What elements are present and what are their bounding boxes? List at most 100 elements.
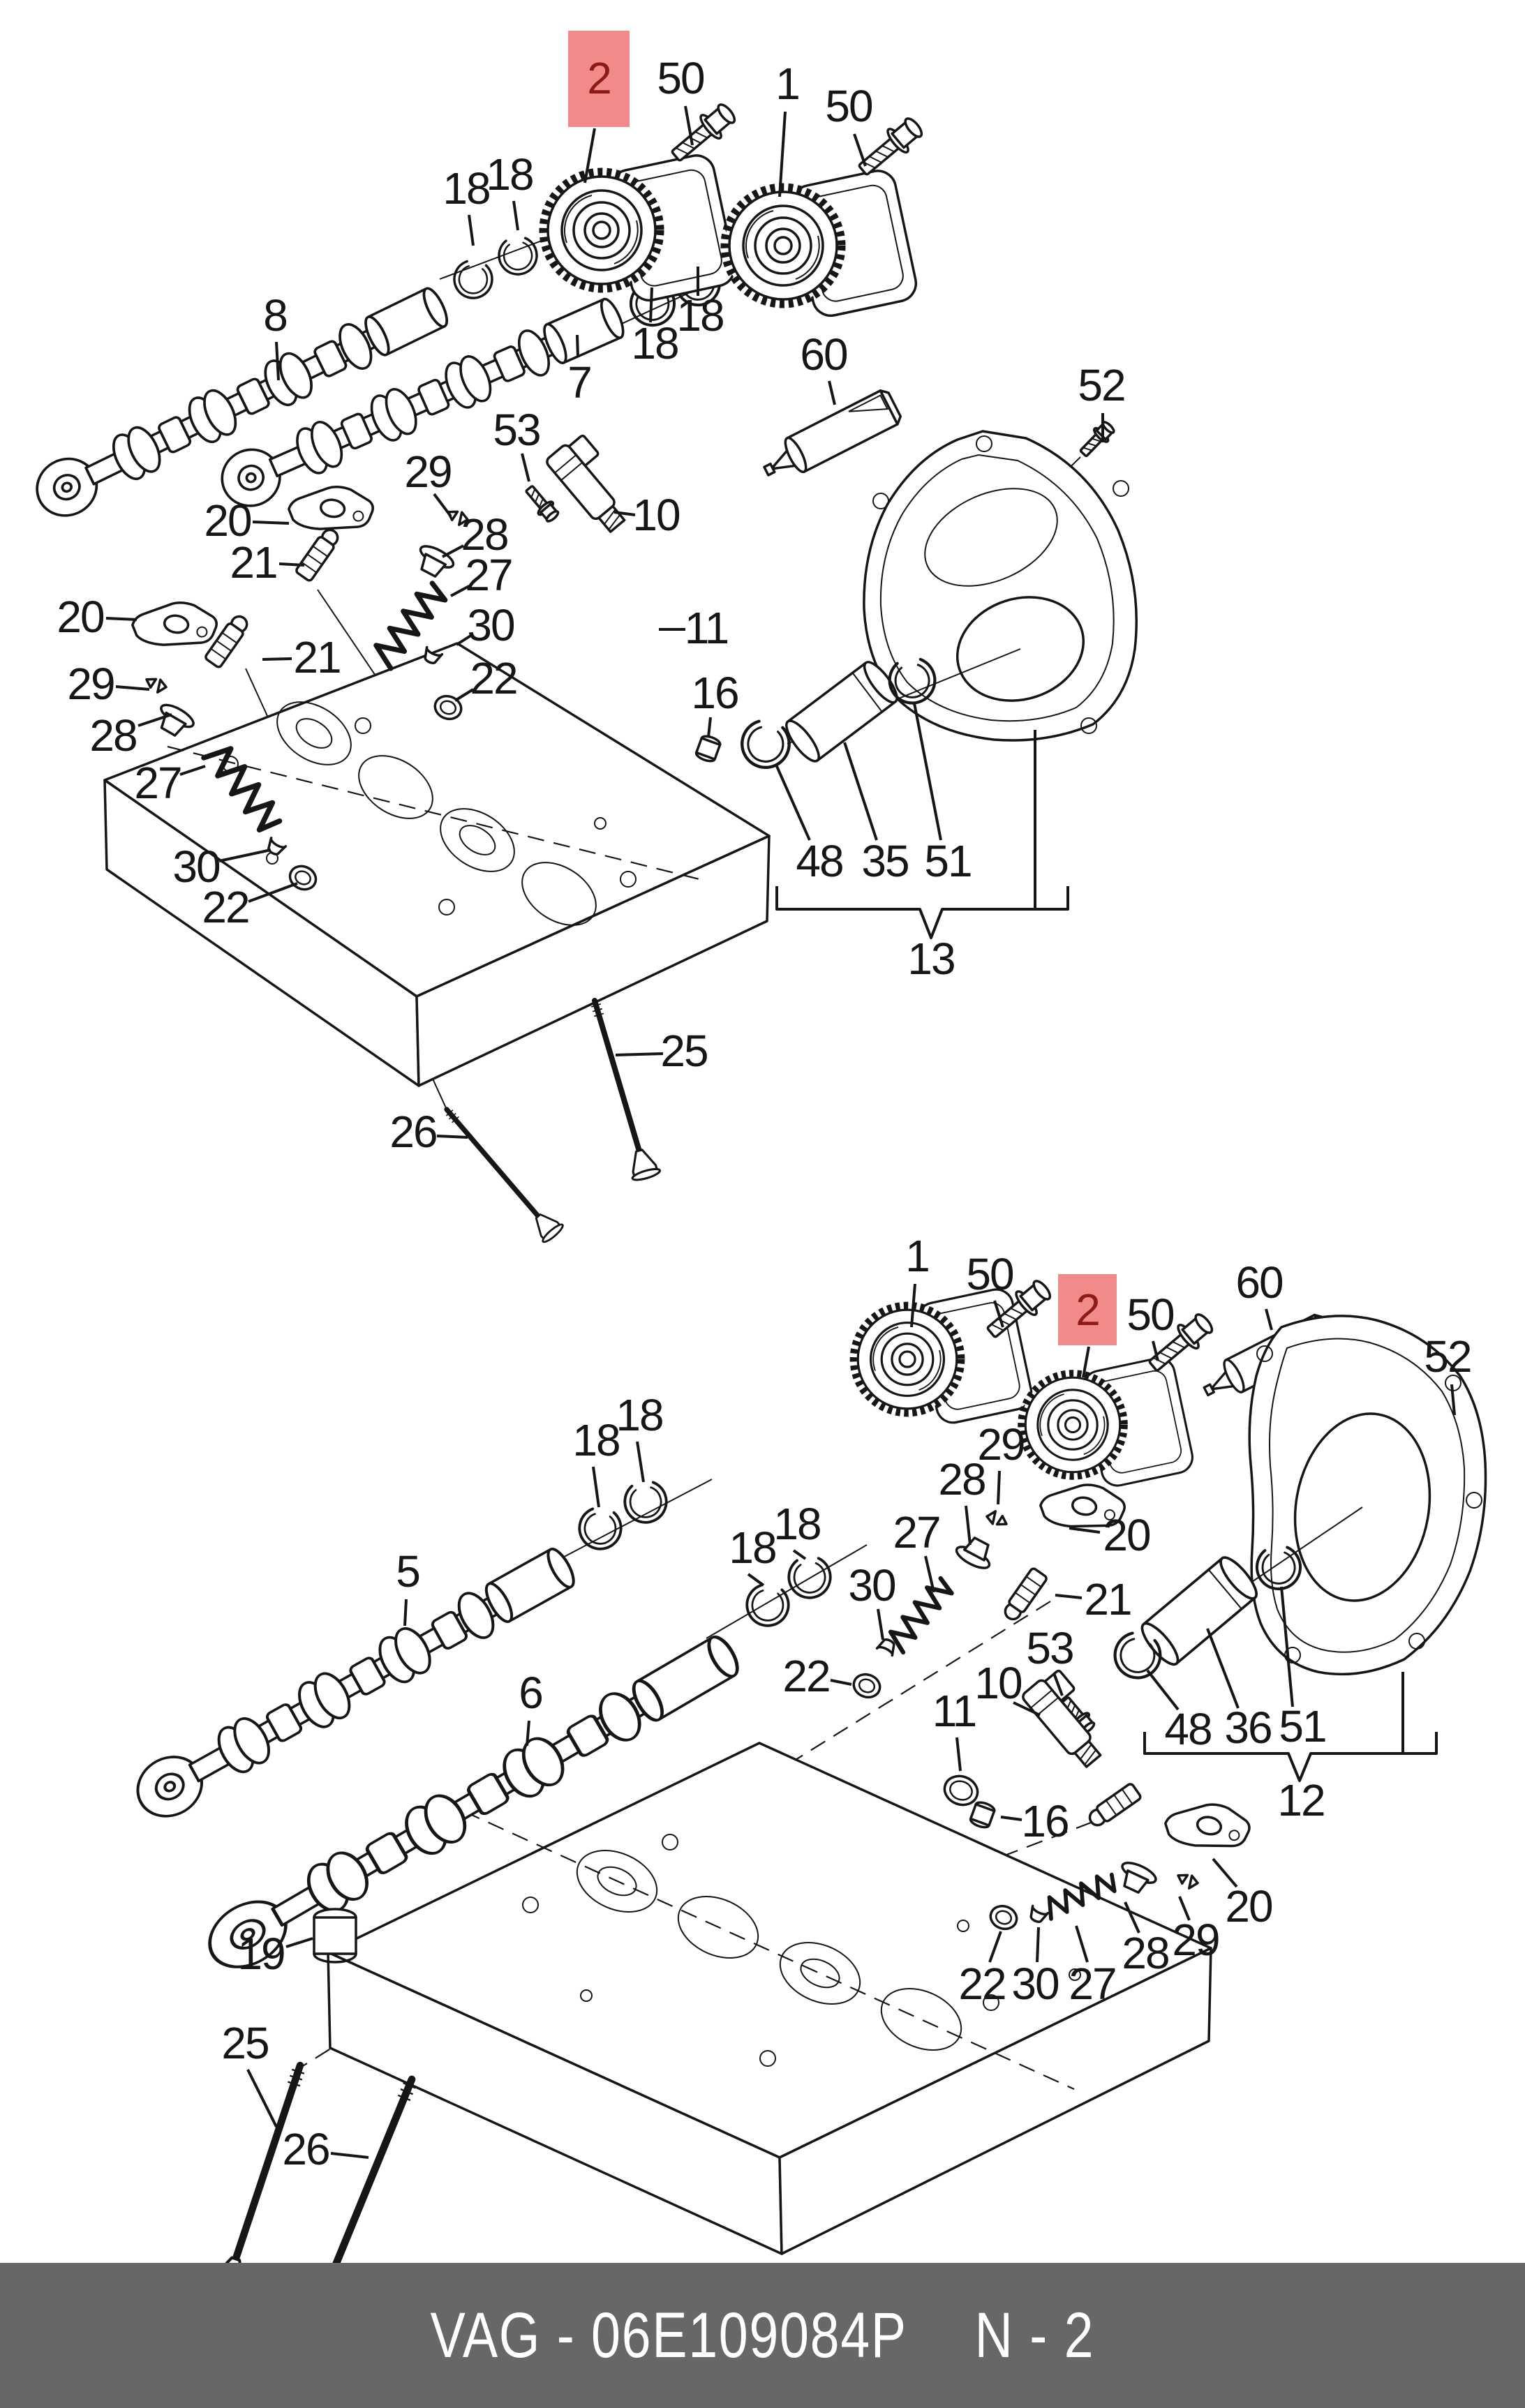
callout-50-37[interactable]: 50 <box>966 1249 1015 1328</box>
callout-label-10[interactable]: 10 <box>974 1658 1023 1708</box>
callout-label-2[interactable]: 2 <box>587 53 612 103</box>
callout-18-4[interactable]: 18 <box>442 163 491 246</box>
callout-25-64[interactable]: 25 <box>221 2018 278 2127</box>
callout-20-19[interactable]: 20 <box>57 592 137 642</box>
callout-label-52[interactable]: 52 <box>1078 360 1126 410</box>
callout-22-18[interactable]: 22 <box>454 653 519 703</box>
callout-51-61[interactable]: 51 <box>1279 1586 1327 1751</box>
callout-50-39[interactable]: 50 <box>1126 1289 1175 1361</box>
callout-label-53[interactable]: 53 <box>493 405 541 455</box>
callout-label-20[interactable]: 20 <box>204 495 253 546</box>
callout-label-22[interactable]: 22 <box>470 653 518 703</box>
callout-50-1[interactable]: 50 <box>657 53 706 146</box>
callout-label-30[interactable]: 30 <box>467 600 516 650</box>
callout-30-17[interactable]: 30 <box>455 600 516 650</box>
callout-18-7[interactable]: 18 <box>631 287 680 368</box>
callout-label-27[interactable]: 27 <box>134 758 182 808</box>
callout-1-2[interactable]: 1 <box>775 59 801 197</box>
callout-label-18[interactable]: 18 <box>616 1390 664 1440</box>
callout-label-53[interactable]: 53 <box>1026 1623 1074 1673</box>
callout-label-28[interactable]: 28 <box>1122 1928 1170 1978</box>
callout-label-26[interactable]: 26 <box>389 1107 438 1157</box>
callout-28-69[interactable]: 28 <box>1122 1901 1170 1978</box>
callout-27-50[interactable]: 27 <box>893 1507 942 1593</box>
callout-13-33[interactable]: 13 <box>907 934 955 984</box>
callout-label-12[interactable]: 12 <box>1277 1775 1325 1825</box>
callout-label-7[interactable]: 7 <box>567 357 593 407</box>
callout-label-29[interactable]: 29 <box>404 447 452 497</box>
callout-10-56[interactable]: 10 <box>974 1658 1041 1717</box>
callout-28-22[interactable]: 28 <box>89 710 172 761</box>
callout-11-28[interactable]: 11 <box>659 603 729 653</box>
callout-label-29[interactable]: 29 <box>67 659 115 709</box>
callout-label-16[interactable]: 16 <box>1021 1796 1069 1846</box>
callout-21-54[interactable]: 21 <box>1055 1574 1133 1624</box>
callout-18-45[interactable]: 18 <box>729 1523 778 1587</box>
callout-8-6[interactable]: 8 <box>263 290 288 381</box>
callout-29-12[interactable]: 29 <box>404 447 453 518</box>
callout-6-47[interactable]: 6 <box>519 1668 544 1747</box>
callout-label-25[interactable]: 25 <box>221 2018 269 2068</box>
callout-label-18[interactable]: 18 <box>442 163 491 214</box>
callout-28-49[interactable]: 28 <box>938 1454 987 1546</box>
callout-label-29[interactable]: 29 <box>1172 1915 1220 1965</box>
callout-label-50[interactable]: 50 <box>966 1249 1015 1299</box>
callout-29-70[interactable]: 29 <box>1172 1896 1221 1965</box>
callout-18-46[interactable]: 18 <box>773 1499 822 1560</box>
callout-29-21[interactable]: 29 <box>67 659 150 709</box>
callout-label-48[interactable]: 48 <box>796 836 844 886</box>
callout-21-20[interactable]: 21 <box>262 632 342 682</box>
callout-label-13[interactable]: 13 <box>907 934 955 984</box>
callout-20-71[interactable]: 20 <box>1212 1857 1274 1931</box>
callout-27-16[interactable]: 27 <box>450 550 514 600</box>
callout-label-18[interactable]: 18 <box>572 1415 620 1465</box>
callout-18-43[interactable]: 18 <box>616 1390 664 1483</box>
callout-label-10[interactable]: 10 <box>632 490 681 540</box>
callout-label-22[interactable]: 22 <box>958 1959 1006 2009</box>
callout-label-21[interactable]: 21 <box>293 632 341 682</box>
callout-label-25[interactable]: 25 <box>660 1026 708 1076</box>
callout-22-25[interactable]: 22 <box>202 882 298 932</box>
callout-18-42[interactable]: 18 <box>572 1415 621 1508</box>
callout-48-30[interactable]: 48 <box>775 764 845 886</box>
callout-label-30[interactable]: 30 <box>848 1560 897 1610</box>
callout-29-48[interactable]: 29 <box>977 1419 1026 1505</box>
callout-label-27[interactable]: 27 <box>465 550 513 600</box>
callout-18-8[interactable]: 18 <box>676 267 725 341</box>
callout-60-40[interactable]: 60 <box>1235 1257 1284 1331</box>
callout-1-36[interactable]: 1 <box>905 1231 930 1328</box>
callout-label-52[interactable]: 52 <box>1424 1331 1472 1382</box>
callout-label-1[interactable]: 1 <box>905 1231 930 1281</box>
callout-label-29[interactable]: 29 <box>977 1419 1025 1470</box>
callout-label-1[interactable]: 1 <box>775 59 801 109</box>
callout-label-35[interactable]: 35 <box>861 836 909 886</box>
callout-52-27[interactable]: 52 <box>1078 360 1126 442</box>
callout-label-18[interactable]: 18 <box>773 1499 821 1549</box>
callout-label-16[interactable]: 16 <box>691 668 739 718</box>
callout-label-22[interactable]: 22 <box>782 1651 831 1701</box>
callout-16-58[interactable]: 16 <box>1000 1796 1070 1846</box>
callout-label-20[interactable]: 20 <box>57 592 105 642</box>
callout-26-65[interactable]: 26 <box>282 2124 369 2174</box>
callout-27-68[interactable]: 27 <box>1069 1925 1117 2009</box>
callout-21-14[interactable]: 21 <box>230 537 305 588</box>
callout-label-50[interactable]: 50 <box>657 53 706 103</box>
callout-label-18[interactable]: 18 <box>631 318 679 368</box>
callout-50-3[interactable]: 50 <box>825 81 874 167</box>
callout-25-34[interactable]: 25 <box>615 1026 709 1076</box>
callout-51-32[interactable]: 51 <box>913 703 973 886</box>
callout-7-9[interactable]: 7 <box>567 334 593 407</box>
callout-20-13[interactable]: 20 <box>204 495 290 546</box>
callout-label-28[interactable]: 28 <box>938 1454 986 1504</box>
callout-label-50[interactable]: 50 <box>825 81 874 131</box>
callout-2-0[interactable]: 2 <box>568 31 630 184</box>
callout-18-5[interactable]: 18 <box>486 149 535 231</box>
callout-label-22[interactable]: 22 <box>202 882 250 932</box>
callout-label-51[interactable]: 51 <box>924 836 972 886</box>
callout-label-11[interactable]: 11 <box>685 603 729 653</box>
callout-label-18[interactable]: 18 <box>676 290 724 341</box>
callout-label-60[interactable]: 60 <box>1235 1257 1284 1308</box>
callout-label-20[interactable]: 20 <box>1103 1510 1152 1560</box>
callout-30-24[interactable]: 30 <box>172 842 271 892</box>
callout-48-59[interactable]: 48 <box>1146 1669 1213 1754</box>
